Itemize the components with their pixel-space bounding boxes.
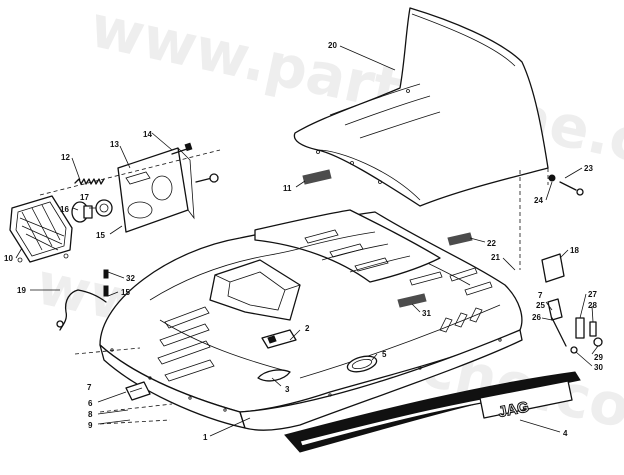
callout-28: 28 (588, 301, 597, 310)
leader-7-dash (74, 347, 141, 355)
callout-30: 30 (594, 363, 603, 372)
callout-21: 21 (491, 253, 500, 262)
adjuster (195, 173, 219, 183)
socket-17 (95, 199, 113, 217)
callout-2: 2 (305, 324, 310, 333)
callout-13: 13 (110, 140, 119, 149)
callout-12: 12 (61, 153, 70, 162)
callout-8: 8 (88, 410, 93, 419)
callout-7-latch: 7 (538, 291, 543, 300)
callout-29: 29 (594, 353, 603, 362)
callouts: 1 2 3 4 5 6 7 7 8 9 10 11 12 13 14 15 15… (4, 41, 603, 442)
decal-18 (541, 253, 565, 283)
callout-14: 14 (143, 130, 152, 139)
callout-26: 26 (532, 313, 541, 322)
spring-12 (74, 178, 105, 185)
callout-19: 19 (17, 286, 26, 295)
callout-15-lower: 15 (121, 288, 130, 297)
headlight (9, 195, 73, 263)
callout-6: 6 (88, 399, 93, 408)
callout-15-upper: 15 (96, 231, 105, 240)
decal-22 (447, 232, 473, 246)
hinge-6 (125, 381, 151, 401)
callout-22: 22 (487, 239, 496, 248)
leader-headlight-axis (39, 149, 221, 196)
hood (99, 209, 523, 431)
callout-5: 5 (382, 350, 387, 359)
side-stripe (284, 371, 581, 453)
leader-8-dash (99, 403, 173, 413)
windshield (293, 7, 549, 207)
callout-16: 16 (60, 205, 69, 214)
callout-4: 4 (563, 429, 568, 438)
wiring-19 (56, 269, 109, 331)
lens-5 (346, 355, 378, 373)
callout-27: 27 (588, 290, 597, 299)
decal-31 (397, 293, 427, 308)
emblem-text: JAG (497, 398, 531, 421)
emblem-3 (257, 369, 291, 382)
callout-23: 23 (584, 164, 593, 173)
callout-1: 1 (203, 433, 208, 442)
leader-lines (15, 45, 599, 437)
callout-10: 10 (4, 254, 13, 263)
callout-18: 18 (570, 246, 579, 255)
callout-32: 32 (126, 274, 135, 283)
callout-25: 25 (536, 301, 545, 310)
callout-24: 24 (534, 196, 543, 205)
screw-14 (171, 142, 193, 155)
latch-hardware (547, 298, 603, 354)
callout-31: 31 (422, 309, 431, 318)
leader-9-dash (99, 419, 171, 425)
bracket-13 (117, 147, 195, 233)
decal-11 (302, 169, 332, 185)
callout-11: 11 (283, 184, 292, 193)
callout-7-hinge: 7 (87, 383, 92, 392)
callout-3: 3 (285, 385, 290, 394)
callout-9: 9 (88, 421, 93, 430)
bulb-16 (71, 201, 93, 223)
bolt-23 (548, 174, 584, 196)
callout-20: 20 (328, 41, 337, 50)
callout-17: 17 (80, 193, 89, 202)
badge-2 (261, 329, 297, 349)
